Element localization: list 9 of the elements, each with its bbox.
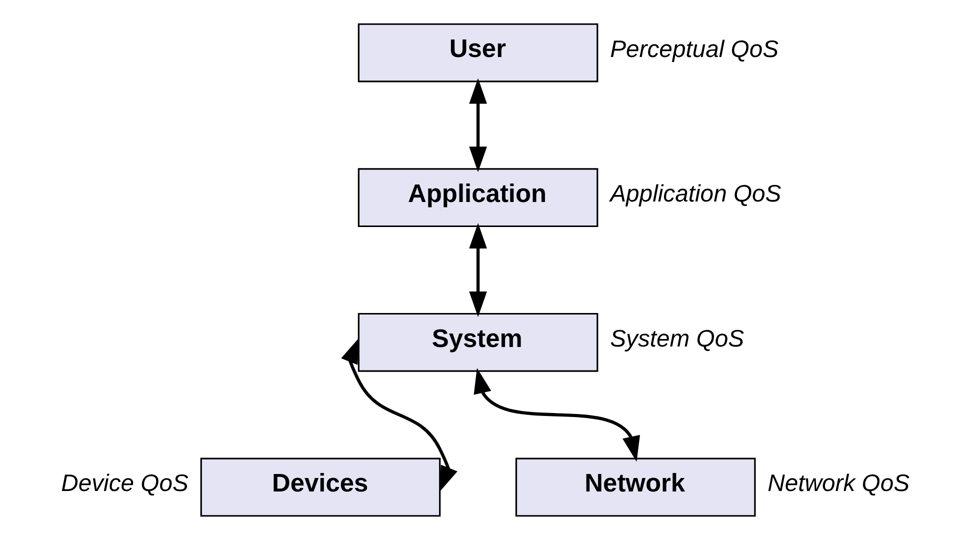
arrow [474,368,640,462]
node-label: Device QoS [61,470,188,498]
node-label: Perceptual QoS [610,36,779,63]
node-label: Application QoS [610,180,782,208]
node-label: System QoS [610,325,744,352]
node-label: Network QoS [768,470,910,498]
arrow [469,223,487,317]
arrow [469,78,487,172]
arrow [341,338,458,492]
